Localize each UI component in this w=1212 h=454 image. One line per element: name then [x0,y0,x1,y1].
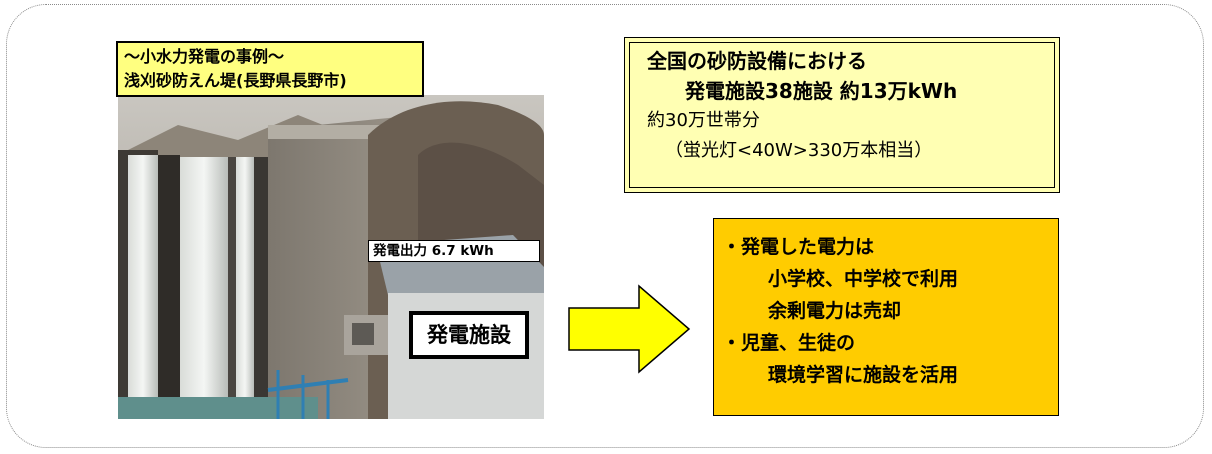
summary-line-3: 約30万世帯分 [647,110,760,131]
national-summary-box: 全国の砂防設備における 発電施設38施設 約13万kWh 約30万世帯分 （蛍光… [624,37,1060,193]
usage-line-5: 環境学習に施設を活用 [768,364,959,386]
usage-line-4: ・児童、生徒の [722,332,856,354]
right-arrow-icon [568,284,691,374]
summary-line-2: 発電施設38施設 約13万kWh [685,79,958,103]
case-study-location: 浅刈砂防えん堤(長野県長野市) [124,71,347,90]
facility-label: 発電施設 [409,311,529,359]
summary-line-4: （蛍光灯<40W>330万本相当） [665,140,933,161]
case-study-label: ～小水力発電の事例～ 浅刈砂防えん堤(長野県長野市) [116,41,424,97]
power-output-label: 発電出力 6.7 kWh [368,240,540,262]
usage-box: ・発電した電力は 小学校、中学校で利用 余剰電力は売却 ・児童、生徒の 環境学習… [713,218,1059,416]
slide-frame [6,4,1204,448]
summary-line-1: 全国の砂防設備における [647,49,867,73]
case-study-heading: ～小水力発電の事例～ [124,47,285,66]
usage-line-1: ・発電した電力は [722,236,875,258]
usage-line-3: 余剰電力は売却 [768,300,902,322]
usage-line-2: 小学校、中学校で利用 [768,268,959,290]
